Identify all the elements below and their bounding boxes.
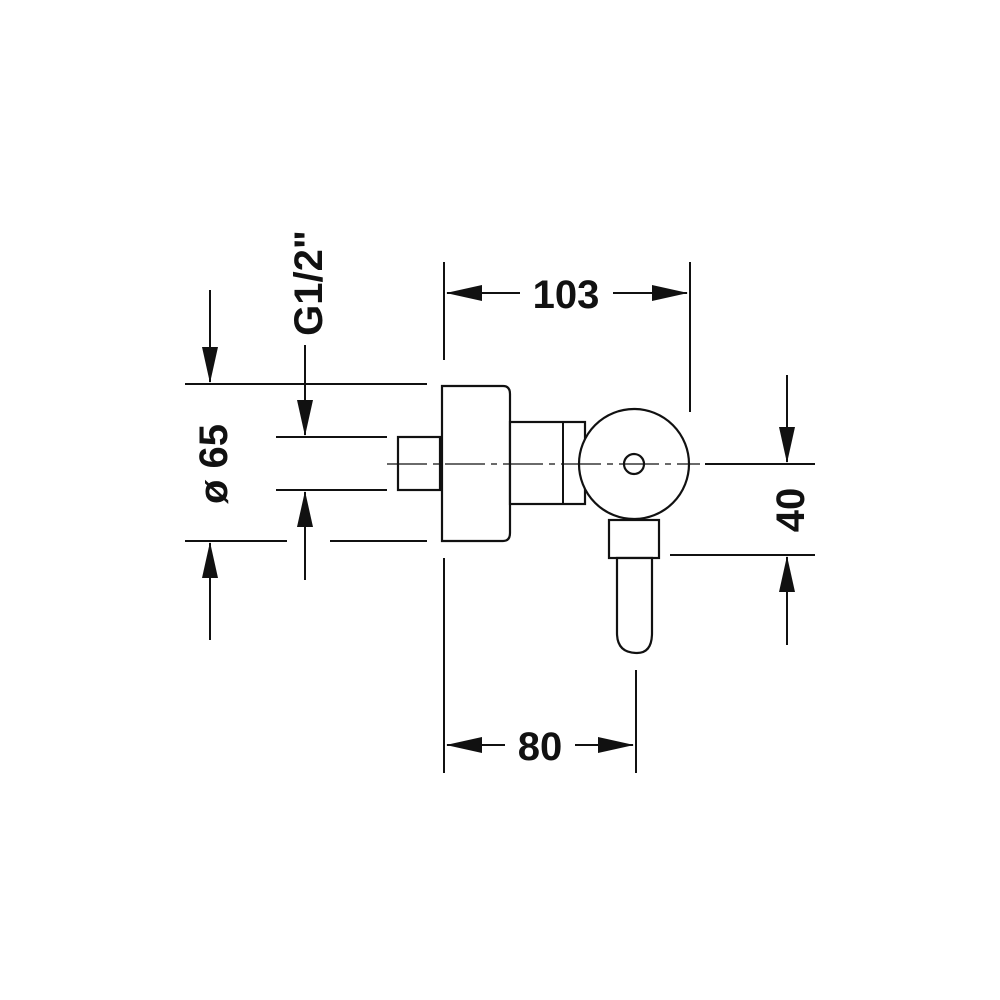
valve-body [396, 384, 691, 655]
dimension-thread: G1/2" [287, 230, 331, 580]
dimension-label-thread: G1/2" [287, 230, 331, 336]
dimension-width-body: 80 [446, 725, 634, 769]
arrow-down-icon [297, 400, 313, 436]
dimension-label-40: 40 [769, 488, 813, 533]
lever-stem [607, 518, 661, 560]
dimension-diameter: ø 65 [192, 290, 236, 640]
connecting-neck [508, 420, 587, 506]
arrow-up-icon [297, 491, 313, 527]
arrow-up-icon [202, 542, 218, 578]
extension-lines [185, 262, 815, 773]
dimension-label-diameter: ø 65 [192, 424, 236, 504]
arrow-down-icon [202, 347, 218, 383]
dimension-width-overall: 103 [446, 273, 688, 317]
dimension-label-80: 80 [518, 725, 563, 769]
dimension-label-103: 103 [533, 273, 600, 317]
arrow-left-icon [446, 737, 482, 753]
arrow-right-icon [652, 285, 688, 301]
arrow-left-icon [446, 285, 482, 301]
lever-handle [615, 556, 654, 655]
arrow-down-icon [779, 427, 795, 463]
arrow-right-icon [598, 737, 634, 753]
arrow-up-icon [779, 556, 795, 592]
dimension-height-offset: 40 [769, 375, 813, 645]
